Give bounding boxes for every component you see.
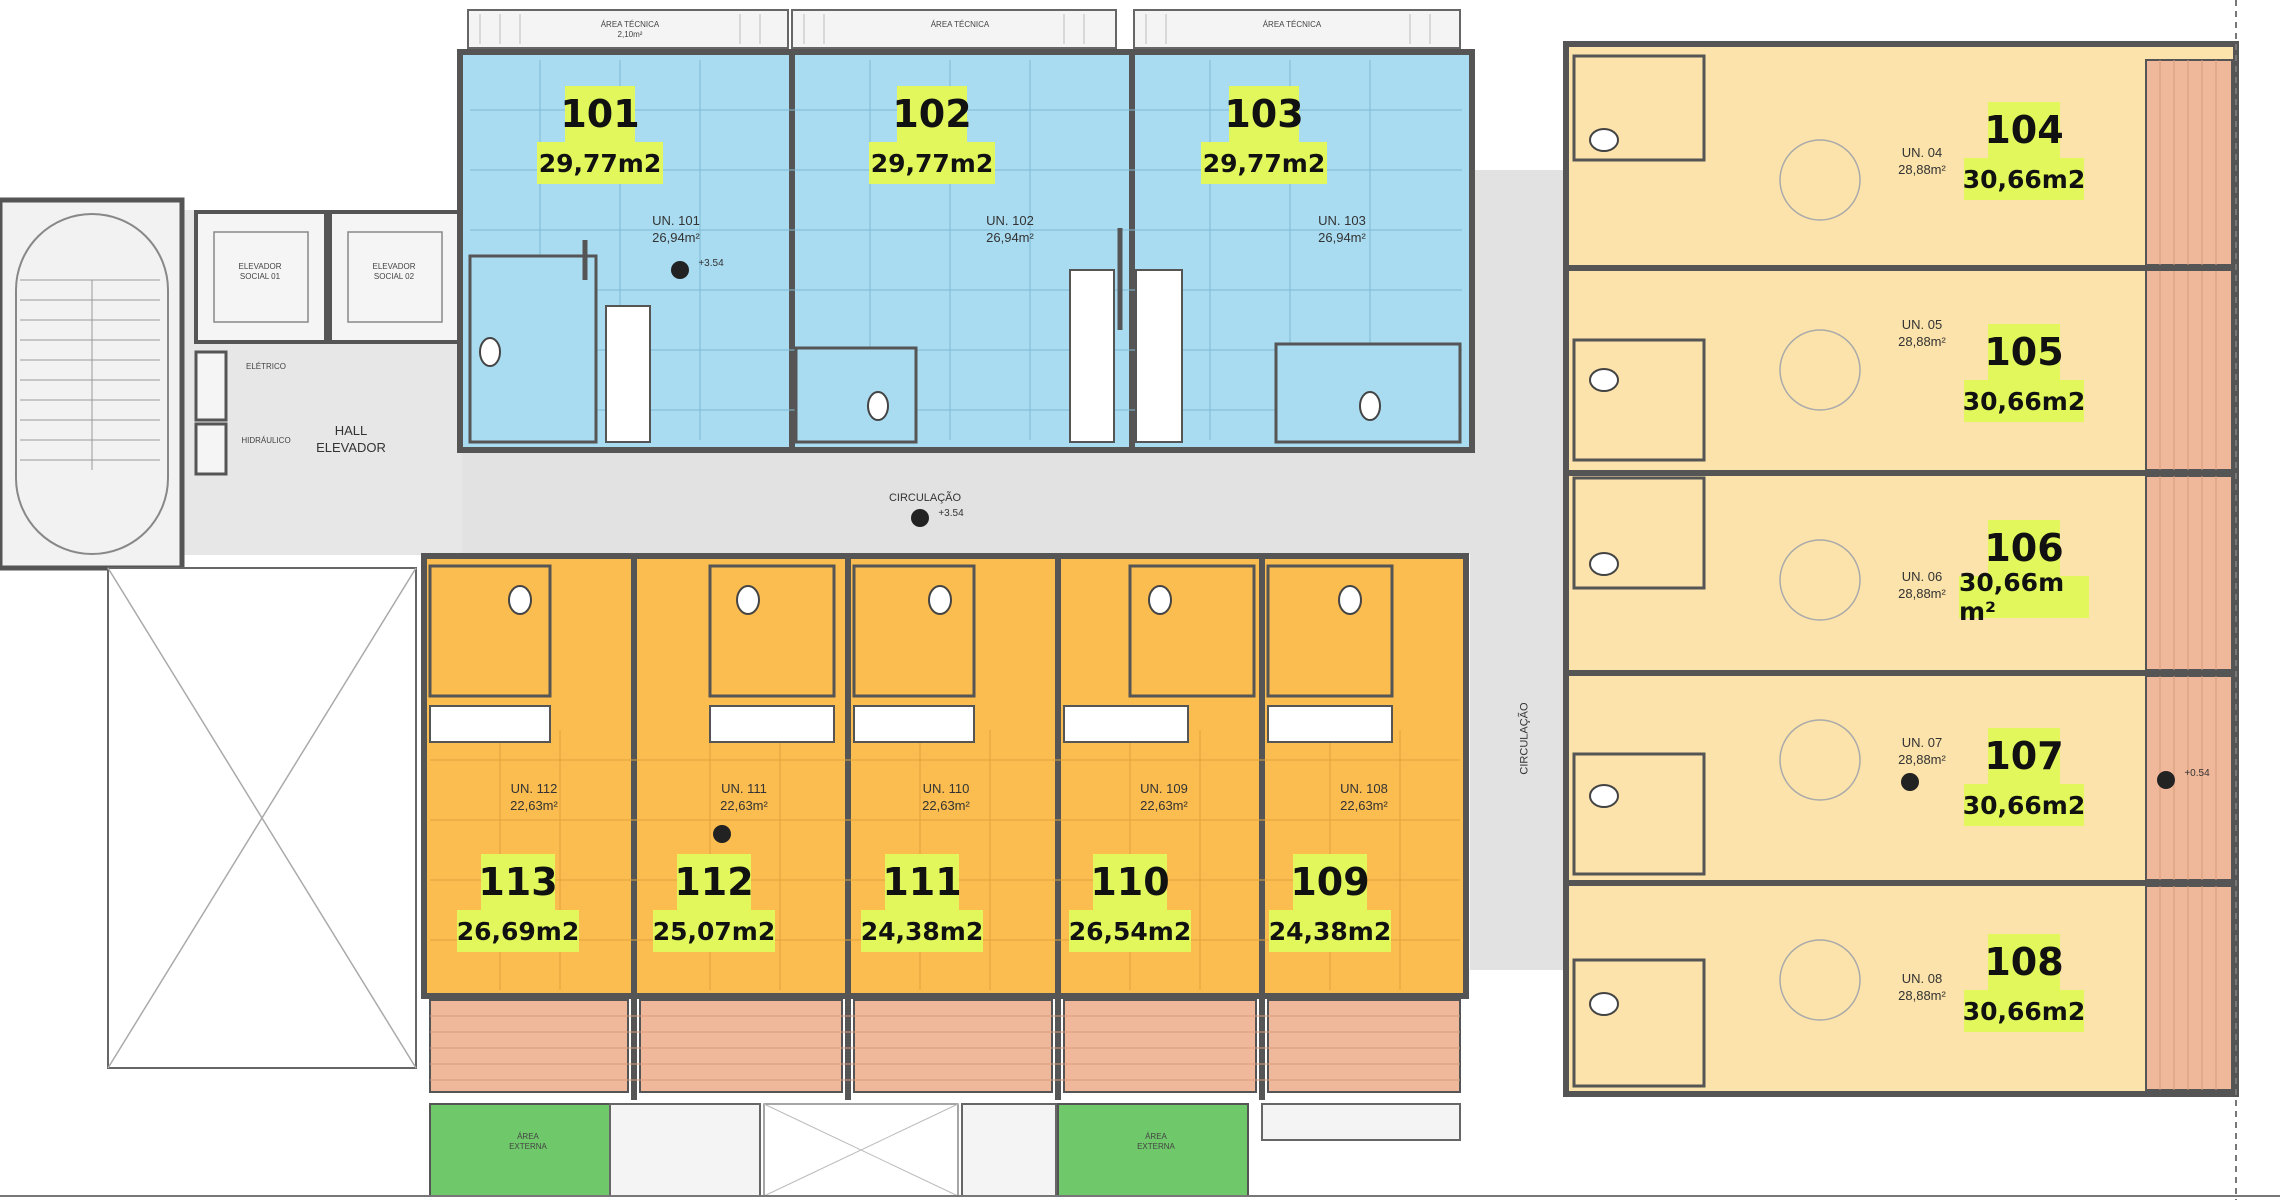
unit-area-103: 29,77m2 (1201, 142, 1327, 184)
unit-area-110: 26,54m2 (1069, 910, 1191, 952)
shaft-hidraulico (194, 422, 228, 476)
unit-number-113: 113 (478, 854, 558, 910)
unit-number-112: 112 (674, 854, 754, 910)
unit-number-111: 111 (882, 854, 962, 910)
unit-plan-name-109: UN. 108 (1340, 781, 1388, 796)
unit-area-108: 30,66m2 (1963, 990, 2085, 1032)
shaft-eletrico (194, 350, 228, 422)
unit-plan-name-103: UN. 103 (1318, 213, 1366, 228)
elevator-1 (194, 210, 328, 344)
unit-area-109: 24,38m2 (1269, 910, 1391, 952)
area-externa-label-1: ÁREA EXTERNA (509, 1132, 547, 1151)
unit-plan-area-112: 22,63m² (720, 798, 768, 813)
stair-core (0, 197, 185, 571)
circulation-vertical (1470, 170, 1570, 970)
unit-area-101: 29,77m2 (537, 142, 663, 184)
area-externa-label-2: ÁREA EXTERNA (1137, 1132, 1175, 1151)
unit-number-108: 108 (1984, 934, 2064, 990)
circulacao-label: CIRCULAÇÃO (888, 492, 962, 504)
area-tecnica-top (467, 9, 1461, 49)
elevator-1-label: ELEVADOR SOCIAL 01 (238, 262, 282, 281)
area-tecnica-label-2: ÁREA TÉCNICA (930, 20, 990, 29)
unit-plan-area-109: 22,63m² (1340, 798, 1388, 813)
unit-area-112: 25,07m2 (653, 910, 775, 952)
level-mark-101: +3.54 (698, 258, 724, 269)
shaft-hidraulico-label: HIDRÁULICO (241, 436, 291, 445)
unit-number-103: 103 (1224, 86, 1304, 142)
unit-number-109: 109 (1290, 854, 1370, 910)
hall-label: HALL ELEVADOR (316, 423, 386, 455)
unit-number-104: 104 (1984, 102, 2064, 158)
level-mark-center: +3.54 (938, 508, 964, 519)
unit-plan-area-103: 26,94m² (1318, 230, 1366, 245)
unit-plan-name-113: UN. 112 (510, 781, 558, 796)
unit-area-107: 30,66m2 (1963, 784, 2085, 826)
unit-plan-area-107: 28,88m² (1898, 752, 1946, 767)
unit-area-111: 24,38m2 (861, 910, 983, 952)
unit-plan-area-102: 26,94m² (986, 230, 1034, 245)
unit-plan-area-105: 28,88m² (1898, 334, 1946, 349)
area-tecnica-b2 (961, 1103, 1057, 1197)
unit-plan-area-104: 28,88m² (1898, 162, 1946, 177)
unit-number-110: 110 (1090, 854, 1170, 910)
unit-plan-name-110: UN. 109 (1140, 781, 1188, 796)
unit-number-105: 105 (1984, 324, 2064, 380)
unit-plan-name-108: UN. 08 (1901, 971, 1943, 986)
unit-plan-area-108: 28,88m² (1898, 988, 1946, 1003)
area-tecnica-label-3: ÁREA TÉCNICA (1262, 20, 1322, 29)
unit-plan-name-112: UN. 111 (721, 781, 767, 796)
unit-number-106: 106 (1984, 520, 2064, 576)
unit-plan-name-111: UN. 110 (922, 781, 970, 796)
elevator-2 (328, 210, 462, 344)
unit-plan-area-111: 22,63m² (922, 798, 970, 813)
elevator-2-label: ELEVADOR SOCIAL 02 (372, 262, 416, 281)
deck-108 (2145, 885, 2233, 1091)
unit-plan-name-105: UN. 05 (1901, 317, 1943, 332)
unit-area-113: 26,69m2 (457, 910, 579, 952)
unit-area-106: 30,66m m² (1959, 568, 2089, 626)
deck-105 (2145, 269, 2233, 471)
deck-104 (2145, 59, 2233, 266)
unit-area-102: 29,77m2 (869, 142, 995, 184)
unit-plan-name-106: UN. 06 (1901, 569, 1943, 584)
garden-1 (429, 1103, 611, 1197)
unit-plan-name-101: UN. 101 (652, 213, 700, 228)
unit-plan-area-106: 28,88m² (1898, 586, 1946, 601)
unit-plan-name-102: UN. 102 (986, 213, 1034, 228)
area-tecnica-value-1: 2,10m² (617, 30, 643, 39)
unit-number-101: 101 (560, 86, 640, 142)
unit-area-104: 30,66m2 (1963, 158, 2085, 200)
unit-plan-area-110: 22,63m² (1140, 798, 1188, 813)
unit-plan-area-101: 26,94m² (652, 230, 700, 245)
unit-plan-area-113: 22,63m² (510, 798, 558, 813)
unit-number-102: 102 (892, 86, 972, 142)
area-tecnica-b1 (609, 1103, 761, 1197)
area-tecnica-label-1: ÁREA TÉCNICA (600, 20, 660, 29)
shaft-eletrico-label: ELÉTRICO (245, 362, 286, 371)
circulacao-vertical-label: CIRCULAÇÃO (1518, 702, 1531, 775)
unit-number-107: 107 (1984, 728, 2064, 784)
deck-106 (2145, 475, 2233, 671)
garden-2 (1057, 1103, 1249, 1197)
unit-plan-name-107: UN. 07 (1901, 735, 1943, 750)
unit-plan-name-104: UN. 04 (1901, 145, 1943, 160)
stair-flight (15, 213, 169, 555)
level-mark-right: +0.54 (2184, 768, 2210, 779)
area-tecnica-b3 (1261, 1103, 1461, 1141)
unit-area-105: 30,66m2 (1963, 380, 2085, 422)
